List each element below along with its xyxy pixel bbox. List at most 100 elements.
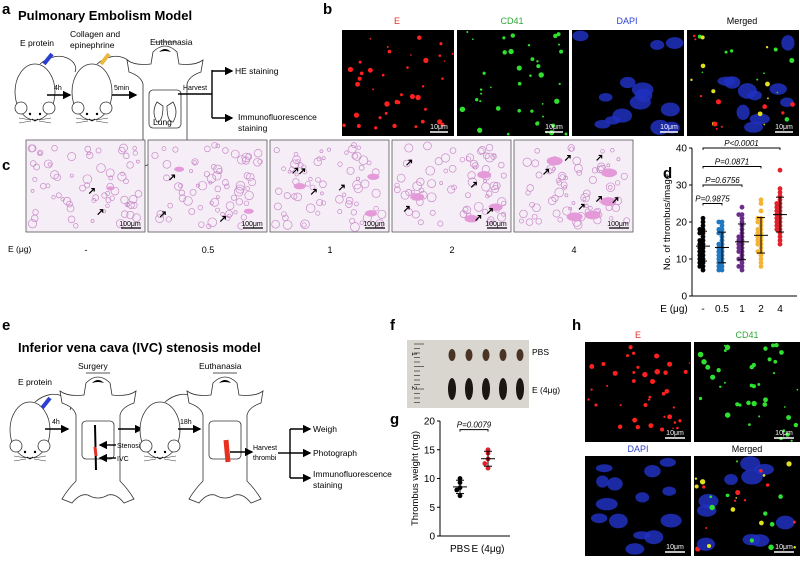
if-staining-label-2: staining xyxy=(313,480,343,490)
alveolus xyxy=(206,173,217,184)
alveolus xyxy=(293,151,299,157)
fluorescent-spot xyxy=(724,76,741,89)
alveolus xyxy=(28,144,37,153)
data-point xyxy=(755,241,761,247)
alveolus xyxy=(531,213,538,220)
x-tick-label: - xyxy=(701,304,704,315)
fluorescent-spot xyxy=(607,477,623,491)
fluorescent-spot xyxy=(654,368,660,375)
alveolus xyxy=(274,202,282,211)
alveolus xyxy=(67,152,77,161)
alveolus xyxy=(67,215,76,224)
data-point xyxy=(697,252,703,258)
fluorescent-spot xyxy=(698,396,703,401)
fluorescent-spot xyxy=(628,345,633,350)
alveolus xyxy=(377,209,387,219)
fluorescent-spot xyxy=(725,493,730,498)
alveolus xyxy=(560,181,568,189)
fluorescent-spot xyxy=(665,37,684,49)
fluorescent-spot xyxy=(701,359,707,365)
fluorescent-spot xyxy=(530,57,535,62)
arrow-icon xyxy=(596,154,603,161)
alveolus xyxy=(557,217,563,223)
alveolus xyxy=(189,168,193,173)
lung-icon xyxy=(153,101,177,123)
surgery-mouse-icon xyxy=(59,372,137,504)
fluorescent-spot xyxy=(660,102,680,117)
data-point xyxy=(716,264,722,269)
thrombus-pbs xyxy=(516,349,524,361)
fluorescent-spot xyxy=(710,374,716,380)
fluorescent-spot xyxy=(421,85,425,88)
fluorescent-spot xyxy=(729,49,734,53)
data-point xyxy=(697,227,703,232)
fluorescent-spot xyxy=(378,116,382,120)
alveolus xyxy=(118,146,126,155)
thrombus xyxy=(566,212,583,222)
syringe-blue-icon xyxy=(42,52,54,66)
significance-bracket xyxy=(702,147,781,150)
fluorescent-spot xyxy=(698,493,719,509)
alveolus xyxy=(123,152,130,160)
alveolus xyxy=(275,187,283,195)
euthanasia-label: Euthanasia xyxy=(199,361,242,371)
alveolus xyxy=(29,160,37,167)
alveolus xyxy=(525,190,531,196)
fluorescent-spot xyxy=(541,103,544,105)
fluorescent-spot xyxy=(410,54,412,56)
thrombus xyxy=(477,170,492,179)
fluorescent-spot xyxy=(530,109,534,113)
collagen-label-1: Collagen and xyxy=(70,29,120,39)
photograph-label: Photograph xyxy=(313,448,357,458)
fluorescent-spot xyxy=(765,81,770,87)
time-4h: 4h xyxy=(52,419,60,426)
alveolus xyxy=(465,153,475,162)
data-point xyxy=(736,249,742,255)
alveolus xyxy=(440,153,451,163)
alveolus xyxy=(569,146,575,152)
data-point xyxy=(736,245,742,251)
alveolus xyxy=(108,175,114,181)
alveolus xyxy=(53,173,61,182)
alveolus xyxy=(366,160,372,166)
alveolus xyxy=(293,192,303,202)
alveolus xyxy=(412,181,422,191)
alveolus xyxy=(371,188,381,198)
data-point xyxy=(774,215,780,221)
alveolus xyxy=(321,156,326,161)
alveolus xyxy=(439,181,444,185)
fluorescent-spot xyxy=(635,424,641,430)
alveolus xyxy=(84,145,92,153)
alveolus xyxy=(481,182,491,192)
fluorescent-spot xyxy=(763,511,768,516)
fluorescent-spot xyxy=(420,119,425,124)
alveolus xyxy=(47,162,52,167)
fluorescent-spot xyxy=(650,119,670,135)
fluorescent-spot xyxy=(735,490,741,496)
fluorescent-spot xyxy=(715,127,718,130)
data-point xyxy=(755,219,761,225)
fluorescent-spot xyxy=(482,71,486,75)
alveolus xyxy=(535,171,543,179)
fluorescent-spot xyxy=(553,33,558,39)
fluorescent-spot xyxy=(723,381,726,384)
arrow-icon xyxy=(310,188,317,195)
fluorescent-spot xyxy=(696,537,715,551)
fluorescent-spot xyxy=(716,368,721,373)
x-tick-label: E (4μg) xyxy=(472,544,505,555)
data-point xyxy=(774,223,780,229)
fluorescent-spot xyxy=(699,479,706,485)
fluorescent-spot xyxy=(667,414,673,420)
fluorescent-spot xyxy=(510,33,516,38)
time-5min: 5min xyxy=(114,85,129,92)
alveolus xyxy=(40,182,47,190)
fluorescent-spot xyxy=(701,71,704,74)
fluorescent-spot xyxy=(735,460,739,463)
alveolus xyxy=(568,206,573,211)
alveolus xyxy=(486,190,493,197)
time-18h: 18h xyxy=(180,419,192,426)
panel-a-title: Pulmonary Embolism Model xyxy=(18,8,192,23)
fluorescent-spot xyxy=(649,378,656,385)
fluorescent-spot xyxy=(792,520,796,524)
